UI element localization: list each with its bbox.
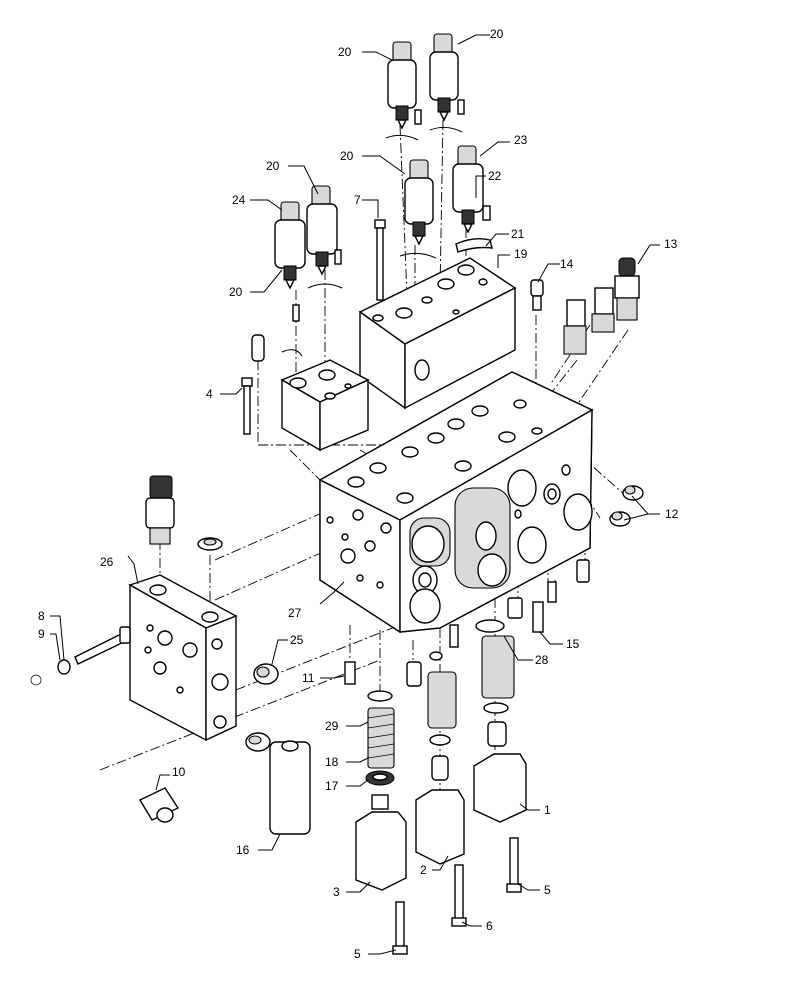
callout-4: 4 bbox=[206, 387, 213, 401]
callout-19: 19 bbox=[514, 247, 528, 261]
end-block bbox=[128, 574, 238, 742]
callout-25: 25 bbox=[290, 633, 304, 647]
callout-7: 7 bbox=[354, 193, 361, 207]
main-valve-body bbox=[318, 371, 594, 634]
callout-20-c: 20 bbox=[340, 149, 354, 163]
callout-20-e: 20 bbox=[229, 285, 243, 299]
solenoid-cartridges bbox=[251, 33, 493, 362]
callout-numbers: 20 20 20 23 22 21 19 20 24 20 7 4 14 13 … bbox=[38, 27, 679, 961]
callout-11: 11 bbox=[302, 671, 315, 685]
callout-24: 24 bbox=[232, 193, 246, 207]
callout-29: 29 bbox=[325, 719, 339, 733]
callout-5-b: 5 bbox=[354, 947, 361, 961]
callout-12: 12 bbox=[665, 507, 679, 521]
long-bolts bbox=[241, 219, 544, 435]
solenoid-20-a bbox=[385, 41, 422, 141]
solenoid-20-c bbox=[399, 159, 437, 259]
lower-parts bbox=[269, 559, 590, 955]
callout-23: 23 bbox=[514, 133, 528, 147]
callout-22: 22 bbox=[488, 169, 502, 183]
callout-28: 28 bbox=[535, 653, 549, 667]
solenoid-24 bbox=[274, 201, 306, 290]
plugs-12 bbox=[609, 485, 644, 527]
left-side-parts bbox=[30, 475, 279, 823]
callout-3: 3 bbox=[333, 885, 340, 899]
callout-20-b: 20 bbox=[490, 27, 504, 41]
solenoid-20-b bbox=[429, 33, 465, 133]
upper-manifold-block bbox=[358, 257, 517, 410]
pressure-sensor-13 bbox=[563, 257, 640, 355]
small-port-block bbox=[280, 359, 370, 452]
leader-lines bbox=[50, 34, 660, 955]
callout-15: 15 bbox=[566, 637, 580, 651]
callout-20-a: 20 bbox=[338, 45, 352, 59]
solenoid-23 bbox=[452, 145, 493, 253]
callout-6: 6 bbox=[486, 919, 493, 933]
callout-16: 16 bbox=[236, 843, 250, 857]
callout-8: 8 bbox=[38, 609, 45, 623]
callout-21: 21 bbox=[511, 227, 525, 241]
callout-1: 1 bbox=[544, 803, 551, 817]
callout-18: 18 bbox=[325, 755, 339, 769]
solenoid-20-d bbox=[306, 185, 343, 289]
callout-10: 10 bbox=[172, 765, 186, 779]
callout-27: 27 bbox=[288, 606, 302, 620]
callout-17: 17 bbox=[325, 779, 339, 793]
callout-13: 13 bbox=[664, 237, 678, 251]
callout-9: 9 bbox=[38, 627, 45, 641]
callout-20-d: 20 bbox=[266, 159, 280, 173]
callout-26: 26 bbox=[100, 555, 114, 569]
callout-14: 14 bbox=[560, 257, 574, 271]
callout-2: 2 bbox=[420, 863, 427, 877]
callout-5-a: 5 bbox=[544, 883, 551, 897]
